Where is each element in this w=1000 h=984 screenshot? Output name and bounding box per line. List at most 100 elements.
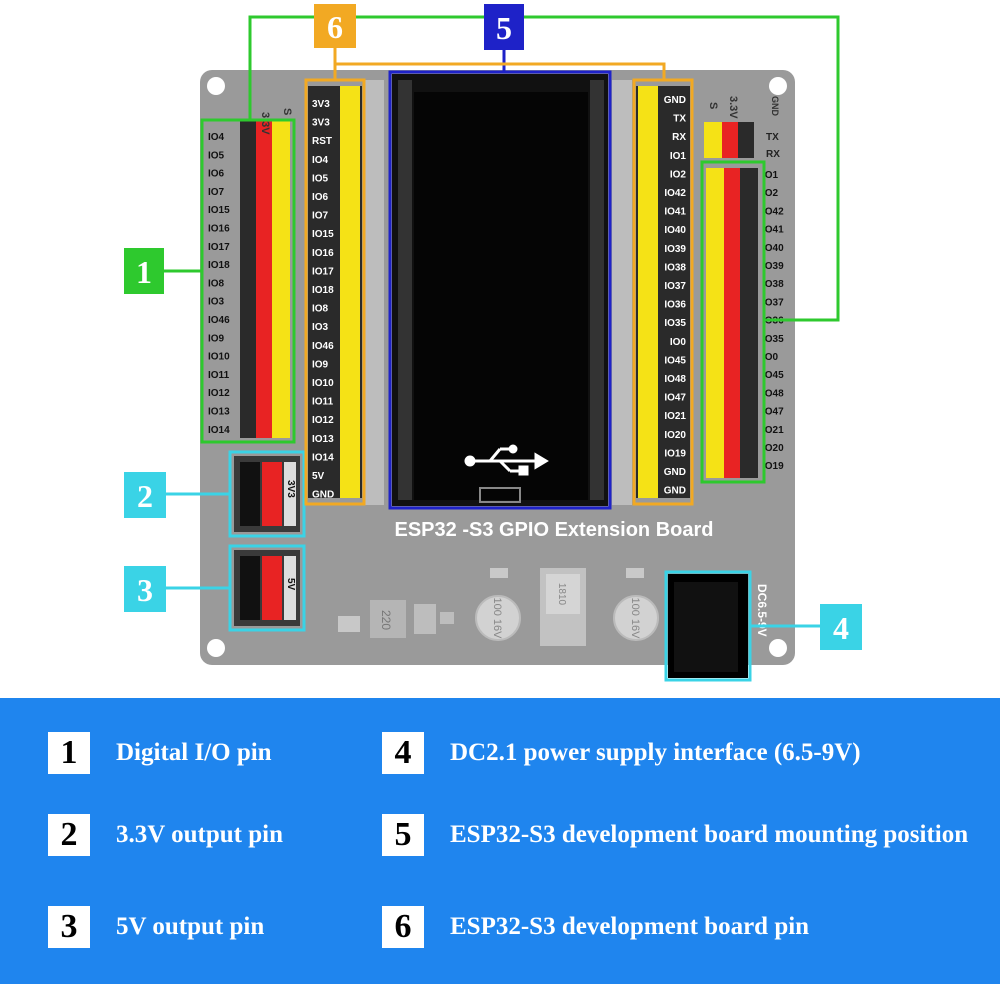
callout-2-badge [124,472,166,518]
left-pin-io11: IO11 [208,370,230,381]
right-header-label-3v3: 3.3V [727,96,739,119]
right-pin-header [704,122,758,478]
usb-icon [464,444,549,476]
right-pin-io42: IO42 [762,206,784,217]
usb-slot [479,487,521,503]
inner-right-pin-io42: IO42 [664,188,686,199]
inner-right-pin-io21: IO21 [664,411,686,422]
inner-left-pin-io9: IO9 [312,359,329,370]
board-title: ESP32 -S3 GPIO Extension Board [395,519,714,541]
inner-left-pin-rst: RST [312,136,332,147]
left-pin-io46: IO46 [208,315,230,326]
right-header-label-gnd: GND [770,96,780,117]
regulator-label: 1810 [556,583,567,606]
inner-right-pin-labels: GNDTXRXIO1IO2IO42IO41IO40IO39IO38IO37IO3… [664,95,687,497]
inner-left-pin-io7: IO7 [312,211,329,222]
inner-left-pin-labels: 3V33V3RSTIO4IO5IO6IO7IO15IO16IO17IO18IO8… [312,99,334,501]
right-pin-io21: IO21 [762,425,784,436]
power-block-5v: 5V [234,550,300,626]
inner-right-pin-io45: IO45 [664,355,686,366]
inner-left-pin-gnd: GND [312,490,334,501]
right-pin-io20: IO20 [762,443,784,454]
right-pin-io2: IO2 [762,188,779,199]
inner-right-pin-io2: IO2 [670,169,687,180]
inner-right-pin-gnd: GND [664,486,686,497]
inner-right-pin-gnd: GND [664,95,686,106]
left-pin-labels: IO4IO5IO6IO7IO15IO16IO17IO18IO8IO3IO46IO… [208,132,230,436]
legend-text: ESP32-S3 development board pin [450,913,810,940]
right-rail [612,80,632,505]
left-header-label-3v3: 3.3V [259,112,271,135]
callout-1-connector [248,15,840,322]
right-pin-io19: IO19 [762,461,784,472]
dev-board-body [414,92,588,500]
inner-right-pin-io37: IO37 [664,281,686,292]
left-pin-io17: IO17 [208,242,230,253]
inner-left-pin-io13: IO13 [312,434,334,445]
right-pin-rx: RX [766,149,780,160]
legend-text: ESP32-S3 development board mounting posi… [450,821,969,848]
legend-item-1: 1 Digital I/O pin [48,732,272,774]
legend-number: 4 [382,732,424,774]
callout-6-badge [314,4,356,48]
dev-board-left-pins [398,80,412,500]
right-pin-io41: IO41 [762,225,784,236]
right-pin-io37: IO37 [762,297,784,308]
left-pin-io13: IO13 [208,407,230,418]
legend-item-2: 2 3.3V output pin [48,814,283,856]
right-pin-io35: IO35 [762,334,784,345]
inner-right-pin-io40: IO40 [664,225,686,236]
inner-right-pin-tx: TX [673,114,686,125]
left-pin-io10: IO10 [208,352,230,363]
inner-left-pin-io46: IO46 [312,341,334,352]
inner-left-pin-io5: IO5 [312,173,329,184]
left-pin-io14: IO14 [208,425,230,436]
mounting-hole [769,639,787,657]
callout-5-number: 5 [496,10,512,46]
left-header-label-s: S [281,108,293,115]
legend-number: 2 [48,814,90,856]
legend-number: 5 [382,814,424,856]
inner-right-pin-io38: IO38 [664,262,686,273]
inner-left-pin-io8: IO8 [312,304,329,315]
callout-4-number: 4 [833,610,849,646]
right-pin-io48: IO48 [762,388,784,399]
right-pin-io38: IO38 [762,279,784,290]
legend-text: 5V output pin [116,913,265,940]
inner-right-pin-io41: IO41 [664,207,686,218]
inner-left-pin-io3: IO3 [312,322,329,333]
legend-item-3: 3 5V output pin [48,906,264,948]
inner-right-pin-io35: IO35 [664,318,686,329]
inner-right-pin-gnd: GND [664,467,686,478]
inner-left-pin-io17: IO17 [312,266,334,277]
inner-left-pin-io18: IO18 [312,285,334,296]
legend-number: 6 [382,906,424,948]
callout-1-number: 1 [136,254,152,290]
callout-6-connector [333,62,666,80]
board-illustration: 3.3V S IO4IO5IO6IO7IO15IO16IO17IO18IO8IO… [124,4,862,682]
inner-left-pin-io14: IO14 [312,452,334,463]
inner-right-pin-io47: IO47 [664,393,686,404]
capacitor-1-label: 100 16V [491,598,503,640]
legend-text: Digital I/O pin [116,739,272,766]
right-pin-io0: IO0 [762,352,779,363]
inner-right-pin-rx: RX [672,132,686,143]
inner-right-pin-io39: IO39 [664,244,686,255]
inner-left-pin-io16: IO16 [312,248,334,259]
legend-item-5: 5 ESP32-S3 development board mounting po… [382,814,970,856]
callout-5-frame [388,70,612,510]
dc-jack-inner [674,582,738,672]
inner-right-pin-io48: IO48 [664,374,686,385]
inner-left-pin-io15: IO15 [312,229,334,240]
inner-left-pin-io12: IO12 [312,415,334,426]
left-pin-io3: IO3 [208,297,225,308]
callout-1-badge [124,248,164,294]
mounting-hole [769,77,787,95]
right-header-label-s: S [707,102,719,109]
left-rail [364,80,384,505]
legend-item-4: 4 DC2.1 power supply interface (6.5-9V) [382,732,861,774]
legend-panel: 1 Digital I/O pin 2 3.3V output pin 3 5V… [0,698,1000,984]
legend-item-6: 6 ESP32-S3 development board pin [382,906,809,948]
left-pin-io7: IO7 [208,187,225,198]
